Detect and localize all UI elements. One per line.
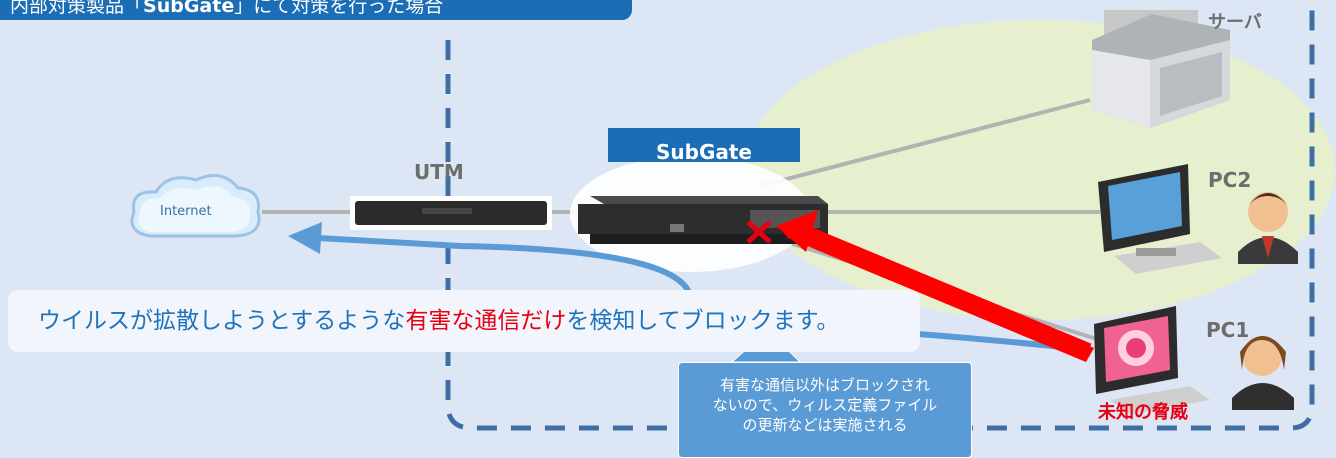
threat-arrowhead <box>776 210 818 252</box>
title-banner: 内部対策製品「SubGate」にて対策を行った場合 <box>0 0 632 20</box>
message-part2: を検知してブロックます。 <box>566 308 840 334</box>
message-part1: ウイルスが拡散しようとするような <box>38 308 406 334</box>
server-icon <box>1092 10 1230 128</box>
banner-suffix: 」にて対策を行った場合 <box>234 0 444 17</box>
pc1-user-icon <box>1232 336 1294 410</box>
pc1-label: PC1 <box>1206 318 1250 342</box>
unknown-threat-label: 未知の脅威 <box>1098 402 1188 423</box>
pc2-label: PC2 <box>1208 168 1252 192</box>
callout-line-1: 有害な通信以外はブロックされ <box>719 376 930 394</box>
utm-label: UTM <box>414 160 464 184</box>
internet-label: Internet <box>160 204 212 219</box>
allowed-traffic-arrowhead <box>288 222 322 254</box>
subgate-label: SubGate <box>608 128 800 164</box>
banner-prefix: 内部対策製品「 <box>10 0 144 17</box>
pc1-infected-computer-icon <box>1094 306 1210 414</box>
callout-line-3: の更新などは実施される <box>742 416 908 434</box>
message-highlight: 有害な通信だけ <box>405 308 567 334</box>
block-x-icon <box>746 220 772 244</box>
internet-cloud-icon <box>130 174 261 238</box>
callout-note: 有害な通信以外はブロックされ ないので、ウィルス定義ファイル の更新などは実施さ… <box>678 362 972 458</box>
link-subgate-server <box>759 98 1091 188</box>
banner-product: SubGate <box>143 0 235 17</box>
callout-line-2: ないので、ウィルス定義ファイル <box>712 396 938 414</box>
utm-device-icon <box>350 196 552 230</box>
internal-boundary <box>445 0 1315 431</box>
message-box: ウイルスが拡散しようとするような有害な通信だけを検知してブロックます。 <box>8 290 920 352</box>
pc2-user-icon <box>1238 192 1298 264</box>
server-label: サーバ <box>1208 12 1262 33</box>
pc2-computer-icon <box>1098 164 1222 274</box>
